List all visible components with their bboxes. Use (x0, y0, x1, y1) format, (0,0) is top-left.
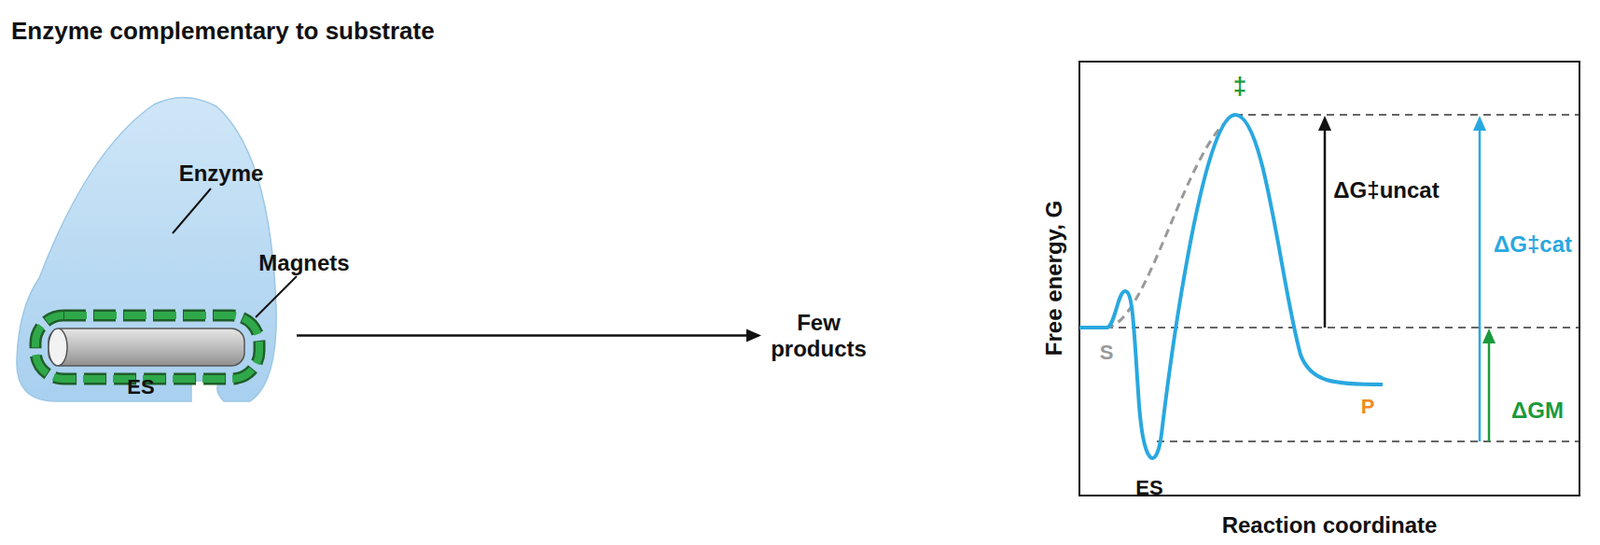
label: Magnets (258, 250, 349, 277)
guide-line (1079, 326, 1580, 329)
enzyme-complex: ES (14, 97, 280, 404)
enzyme-shape (16, 97, 277, 402)
arrowhead (1482, 328, 1496, 344)
complex-label: ES (14, 375, 267, 399)
magnets (35, 315, 260, 379)
guide-line (1235, 113, 1580, 116)
label: S (1099, 340, 1114, 365)
binding-arrow (1488, 339, 1491, 442)
leader-line (172, 188, 211, 234)
label: ES (1135, 475, 1163, 501)
uncat-arrow (1323, 126, 1327, 328)
graph-frame (1079, 61, 1580, 496)
title: Enzyme complementary to substrate (11, 16, 435, 46)
guide-line (1156, 440, 1580, 443)
cat-arrow (1478, 126, 1482, 442)
arrowhead (1473, 115, 1487, 131)
node-text: Few products (770, 309, 867, 362)
tube-end (48, 328, 68, 366)
product-node: Few products (765, 307, 873, 363)
label: ΔG‡uncat (1333, 177, 1439, 204)
label: ΔGM (1511, 397, 1564, 424)
label: ‡ (1233, 71, 1247, 101)
substrate-tube (48, 328, 245, 366)
magnets (35, 315, 260, 379)
label: P (1361, 394, 1376, 419)
label: Reaction coordinate (1222, 512, 1438, 539)
label: Enzyme (179, 160, 265, 187)
leader-line (255, 276, 297, 318)
cat-curve (1079, 114, 1383, 459)
label: Free energy, G (1041, 200, 1068, 356)
reaction-arrow (296, 329, 762, 343)
label: ΔG‡cat (1493, 231, 1573, 258)
arrowhead (1318, 115, 1332, 131)
